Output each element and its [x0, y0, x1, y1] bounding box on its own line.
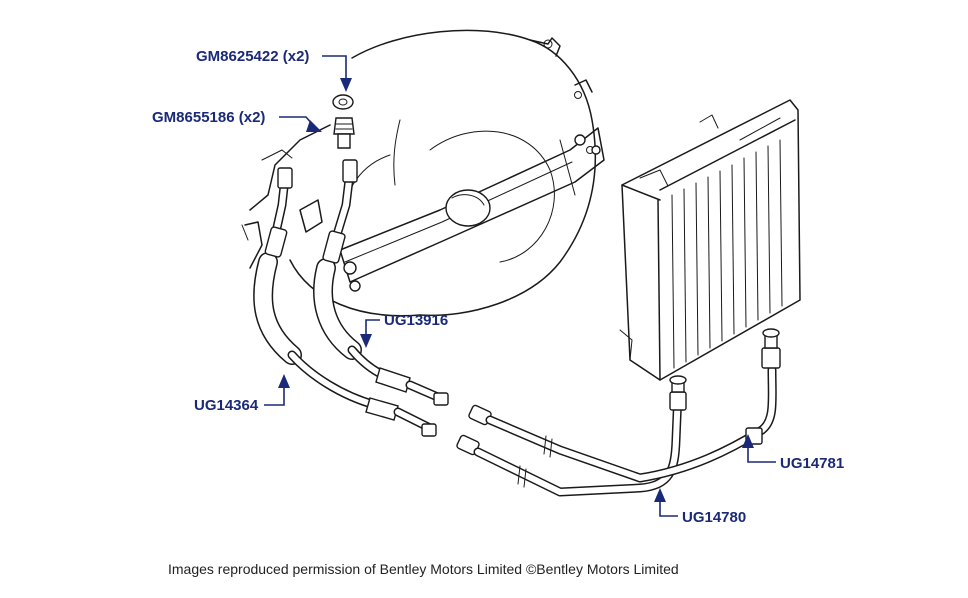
leader-ug14780 — [654, 488, 678, 517]
pipe-ug14781 — [468, 328, 781, 483]
transmission-housing — [241, 29, 597, 317]
cooler-fins — [671, 139, 783, 369]
leader-gm8625422 — [322, 55, 352, 92]
hose-ug14364 — [253, 167, 437, 437]
oil-cooler — [619, 99, 801, 381]
leader-ug14364 — [264, 374, 290, 406]
label-ug14781: UG14781 — [780, 455, 844, 472]
label-ug14780: UG14780 — [682, 509, 746, 526]
leader-ug13916 — [360, 319, 380, 348]
washer-fitting — [332, 94, 354, 110]
label-gm8625422: GM8625422 (x2) — [196, 48, 309, 65]
leader-ug14781 — [742, 434, 776, 463]
label-ug13916: UG13916 — [384, 312, 448, 329]
pipe-ug14780 — [456, 375, 687, 497]
label-gm8655186: GM8655186 (x2) — [152, 109, 265, 126]
mounting-bracket — [339, 127, 605, 292]
hose-ug13916 — [313, 159, 449, 406]
leader-gm8655186 — [279, 116, 322, 132]
label-ug14364: UG14364 — [194, 397, 259, 414]
union-fitting — [333, 117, 355, 149]
copyright-caption: Images reproduced permission of Bentley … — [168, 561, 679, 577]
